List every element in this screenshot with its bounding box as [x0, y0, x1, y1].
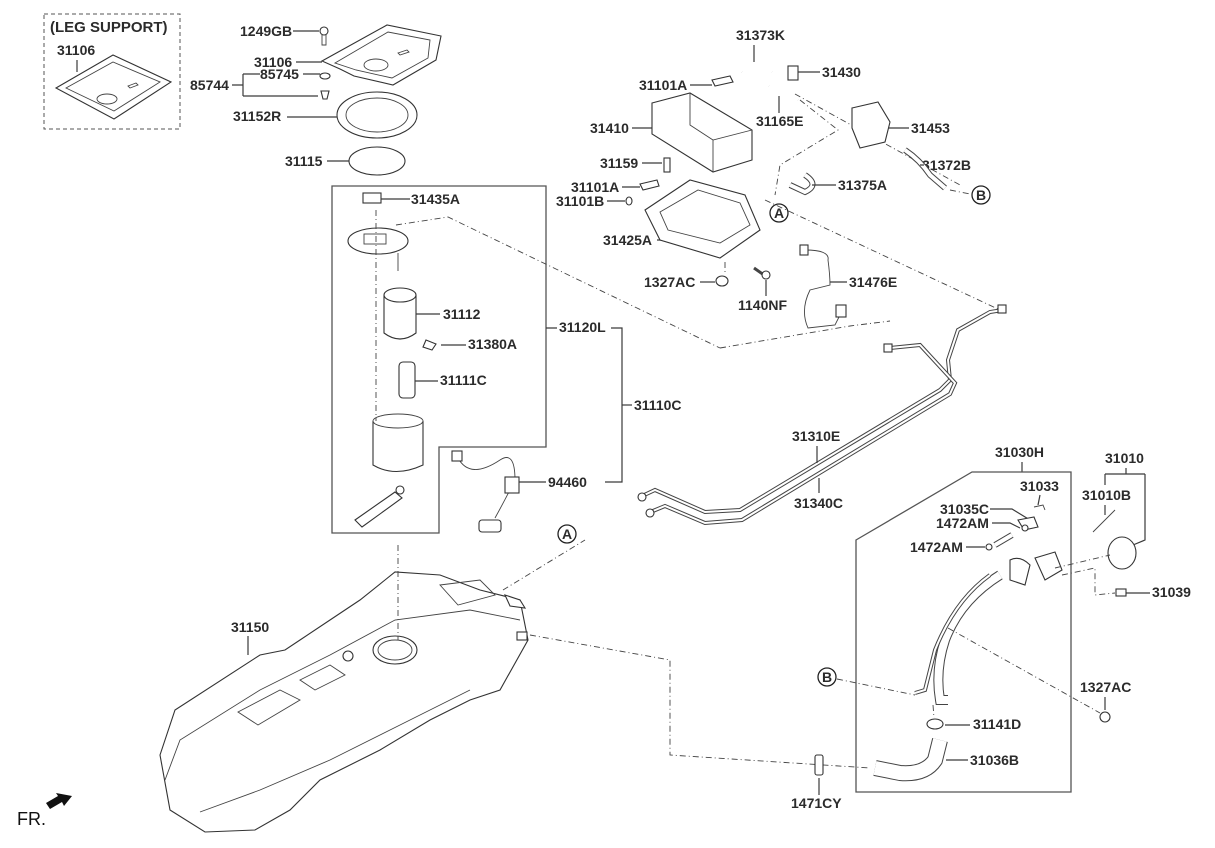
screw-icon — [319, 26, 329, 36]
label-94460[interactable]: 94460 — [548, 474, 587, 490]
canister-bracket — [644, 179, 761, 259]
label-31112[interactable]: 31112 — [443, 306, 481, 322]
label-31141d[interactable]: 31141D — [973, 716, 1021, 732]
label-31453[interactable]: 31453 — [911, 120, 950, 136]
filler-gasket — [1034, 551, 1063, 581]
label-85744[interactable]: 85744 — [190, 77, 229, 93]
ref-marker-a-label: A — [774, 205, 784, 221]
label-31110c[interactable]: 31110C — [634, 397, 682, 413]
service-cover-plate — [320, 24, 442, 86]
label-1140nf[interactable]: 1140NF — [738, 297, 787, 313]
pump-flange — [347, 227, 409, 255]
label-31120l[interactable]: 31120L — [559, 319, 606, 335]
label-1471cy[interactable]: 1471CY — [791, 795, 842, 811]
service-cover-group: 1249GB 31106 85744 85745 31152R 31115 — [190, 23, 442, 176]
leg-support-frame — [43, 13, 181, 130]
label-31425a[interactable]: 31425A — [603, 232, 652, 248]
label-31372b[interactable]: 31372B — [922, 157, 971, 173]
label-31150[interactable]: 31150 — [231, 619, 269, 635]
label-31115[interactable]: 31115 — [285, 153, 323, 169]
label-31010b[interactable]: 31010B — [1082, 487, 1131, 503]
front-indicator: FR. — [17, 793, 72, 829]
filler-neck-frame — [855, 471, 1072, 793]
label-31159[interactable]: 31159 — [600, 155, 638, 171]
filler-neck-head — [1009, 557, 1031, 586]
pump-module-frame — [331, 185, 547, 534]
leg-support-title: (LEG SUPPORT) — [50, 19, 168, 36]
canister-group: 31373K 31430 31101A 31165E 31410 31453 3… — [556, 27, 1001, 329]
ref-marker-b-bottom — [817, 667, 837, 687]
fuel-lines-group: 31310E 31340C — [637, 304, 1007, 526]
fuel-tank-group: 31150 A — [159, 524, 586, 833]
ref-marker-a-bottom — [557, 524, 577, 544]
ref-marker-a-top — [769, 203, 789, 223]
fuel-tube-31310e — [639, 308, 1004, 515]
label-1327ac-filler[interactable]: 1327AC — [1080, 679, 1131, 695]
label-31380a[interactable]: 31380A — [468, 336, 517, 352]
label-31039[interactable]: 31039 — [1152, 584, 1191, 600]
label-31165e[interactable]: 31165E — [756, 113, 804, 129]
label-31152r[interactable]: 31152R — [233, 108, 281, 124]
canister-harness — [804, 249, 841, 329]
label-85745[interactable]: 85745 — [260, 66, 299, 82]
fuel-reservoir — [372, 421, 424, 473]
label-31033[interactable]: 31033 — [1020, 478, 1059, 494]
label-31036b[interactable]: 31036B — [970, 752, 1019, 768]
label-31010[interactable]: 31010 — [1105, 450, 1144, 466]
label-31035c[interactable]: 31035C — [940, 501, 989, 517]
label-31111c[interactable]: 31111C — [440, 372, 487, 388]
filler-neck-group: 31030H 31033 31035C 1472AM 1472AM 31010 … — [817, 444, 1191, 793]
label-31101a-lower[interactable]: 31101A — [571, 179, 619, 195]
label-1249gb[interactable]: 1249GB — [240, 23, 292, 39]
label-31340c[interactable]: 31340C — [794, 495, 843, 511]
ref-marker-b-bottom-label: B — [822, 669, 832, 685]
fuel-cap — [1107, 536, 1137, 570]
label-31030h[interactable]: 31030H — [995, 444, 1044, 460]
leg-support-plate — [54, 54, 173, 120]
label-31410[interactable]: 31410 — [590, 120, 629, 136]
label-31373k[interactable]: 31373K — [736, 27, 785, 43]
label-31310e[interactable]: 31310E — [792, 428, 840, 444]
ref-marker-b-top — [971, 185, 991, 205]
gasket-ring — [348, 146, 406, 176]
label-31106-leg[interactable]: 31106 — [57, 42, 95, 58]
leg-support-group: (LEG SUPPORT) 31106 — [43, 13, 181, 130]
label-31101b[interactable]: 31101B — [556, 193, 604, 209]
label-31106-cover[interactable]: 31106 — [254, 54, 292, 70]
label-1327ac-top[interactable]: 1327AC — [644, 274, 695, 290]
tank-pump-opening — [372, 635, 418, 665]
label-1472am-1[interactable]: 1472AM — [936, 515, 989, 531]
sender-wire — [457, 457, 516, 519]
hose-clamp — [926, 718, 944, 730]
label-31430[interactable]: 31430 — [822, 64, 861, 80]
pump-module-group: 31435A 31112 31380A 31111C 31120L 31110C… — [331, 185, 891, 534]
fuel-strainer — [354, 491, 403, 528]
label-31375a[interactable]: 31375A — [838, 177, 887, 193]
tube-clip — [814, 754, 824, 776]
label-31435a[interactable]: 31435A — [411, 191, 460, 207]
ref-marker-b-label: B — [976, 187, 986, 203]
label-31101a-top[interactable]: 31101A — [639, 77, 687, 93]
canister-filter — [851, 101, 891, 149]
ref-marker-a-bottom-label: A — [562, 526, 572, 542]
lock-ring — [336, 91, 418, 139]
label-1472am-2[interactable]: 1472AM — [910, 539, 963, 555]
front-label: FR. — [17, 809, 46, 829]
tube-clip-group: 1471CY — [529, 634, 871, 811]
label-31476e[interactable]: 31476E — [849, 274, 897, 290]
front-arrow-icon — [46, 793, 72, 809]
